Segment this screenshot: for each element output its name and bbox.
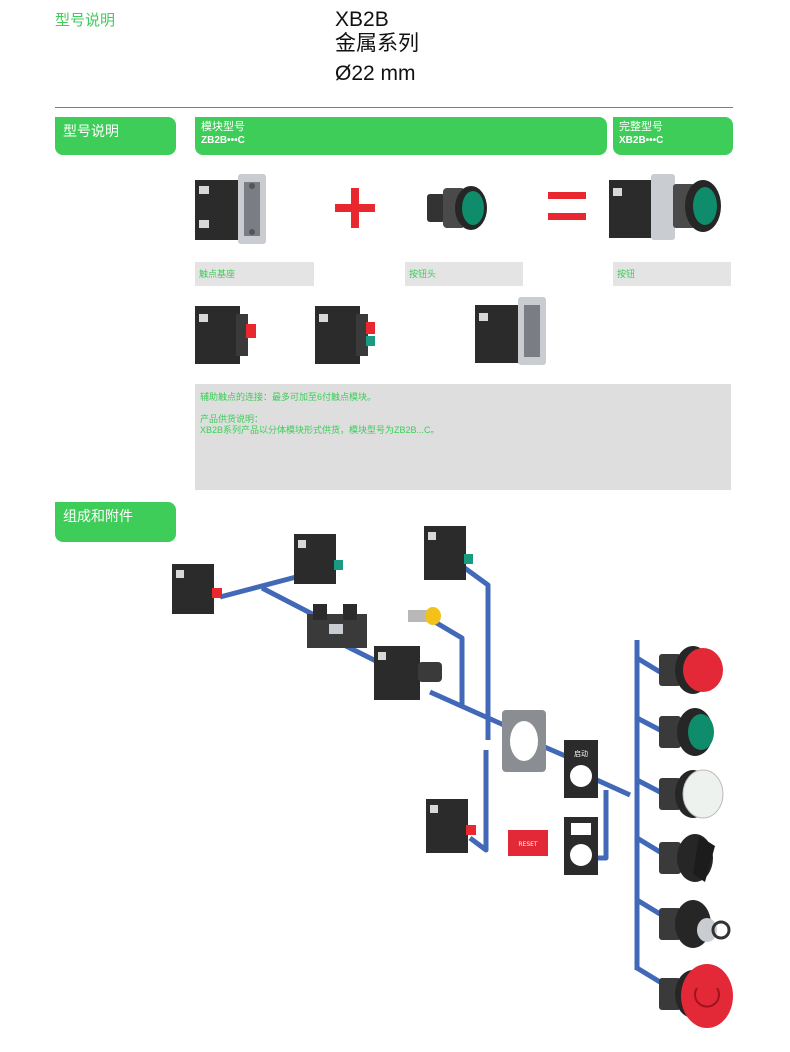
legend-holder-blank-image [564, 817, 598, 875]
contact-block-red-image [195, 306, 256, 364]
light-block-image [374, 646, 442, 700]
caption-contact-base: 触点基座 [195, 262, 314, 286]
complete-model-label: 完整型号 [619, 121, 663, 133]
contact-base-collar-image [475, 297, 546, 365]
plus-sign [335, 188, 375, 228]
light-bulb-image [408, 607, 441, 625]
fixing-collar-image [502, 710, 546, 772]
selector-switch-head-image [659, 834, 715, 882]
supply-note: 辅助触点的连接：最多可加至6付触点模块。 产品供货说明： XB2B系列产品以分体… [195, 384, 731, 490]
red-push-button-head-image [659, 646, 723, 694]
reset-plate-image: RESET [508, 830, 548, 856]
contact-block-no-upper-image [424, 526, 473, 580]
title-model: XB2B [335, 8, 389, 31]
tab-model-explanation: 型号说明 [55, 117, 176, 155]
caption-button-head: 按钮头 [405, 262, 523, 286]
emergency-stop-head-image [659, 964, 733, 1028]
complete-button-image [609, 174, 721, 240]
tab-components-label: 组成和附件 [63, 508, 133, 524]
tab-components-accessories: 组成和附件 [55, 502, 176, 542]
contact-block-nc-lower-image [426, 799, 476, 853]
header-divider [55, 107, 733, 108]
page-title: XB2B 金属系列 Ø22 mm [335, 8, 419, 86]
contact-block-no-image [294, 534, 343, 584]
key-switch-head-image [659, 900, 731, 948]
note-aux-contacts: 辅助触点的连接：最多可加至6付触点模块。 [200, 392, 377, 402]
legend-holder-image: 启动 [564, 740, 598, 798]
button-head-image [427, 186, 487, 230]
title-series: 金属系列 [335, 32, 419, 55]
header-section-label: 型号说明 [55, 12, 116, 29]
caption-push-button: 按钮 [613, 262, 731, 286]
complete-model-code: XB2B•••C [619, 135, 664, 146]
white-push-button-head-image [659, 769, 724, 819]
tab-model-explanation-label: 型号说明 [63, 123, 119, 139]
contact-block-green-image [315, 306, 375, 364]
legend-plate-text: 启动 [574, 749, 588, 758]
title-diameter: Ø22 mm [335, 62, 416, 85]
mounting-base-image [307, 604, 367, 648]
reset-plate-label: RESET [518, 841, 538, 848]
green-push-button-head-image [659, 708, 714, 756]
note-supply-detail: XB2B系列产品以分体模块形式供货，模块型号为ZB2B...C。 [200, 425, 440, 435]
note-supply-title: 产品供货说明： [200, 414, 264, 424]
equals-sign [548, 192, 586, 222]
module-model-label: 模块型号 [201, 121, 245, 133]
tab-complete-model: 完整型号 XB2B•••C [613, 117, 733, 155]
module-model-code: ZB2B•••C [201, 135, 245, 146]
contact-block-nc-image [172, 564, 222, 614]
tab-module-model: 模块型号 ZB2B•••C [195, 117, 607, 155]
contact-base-image [195, 174, 266, 244]
